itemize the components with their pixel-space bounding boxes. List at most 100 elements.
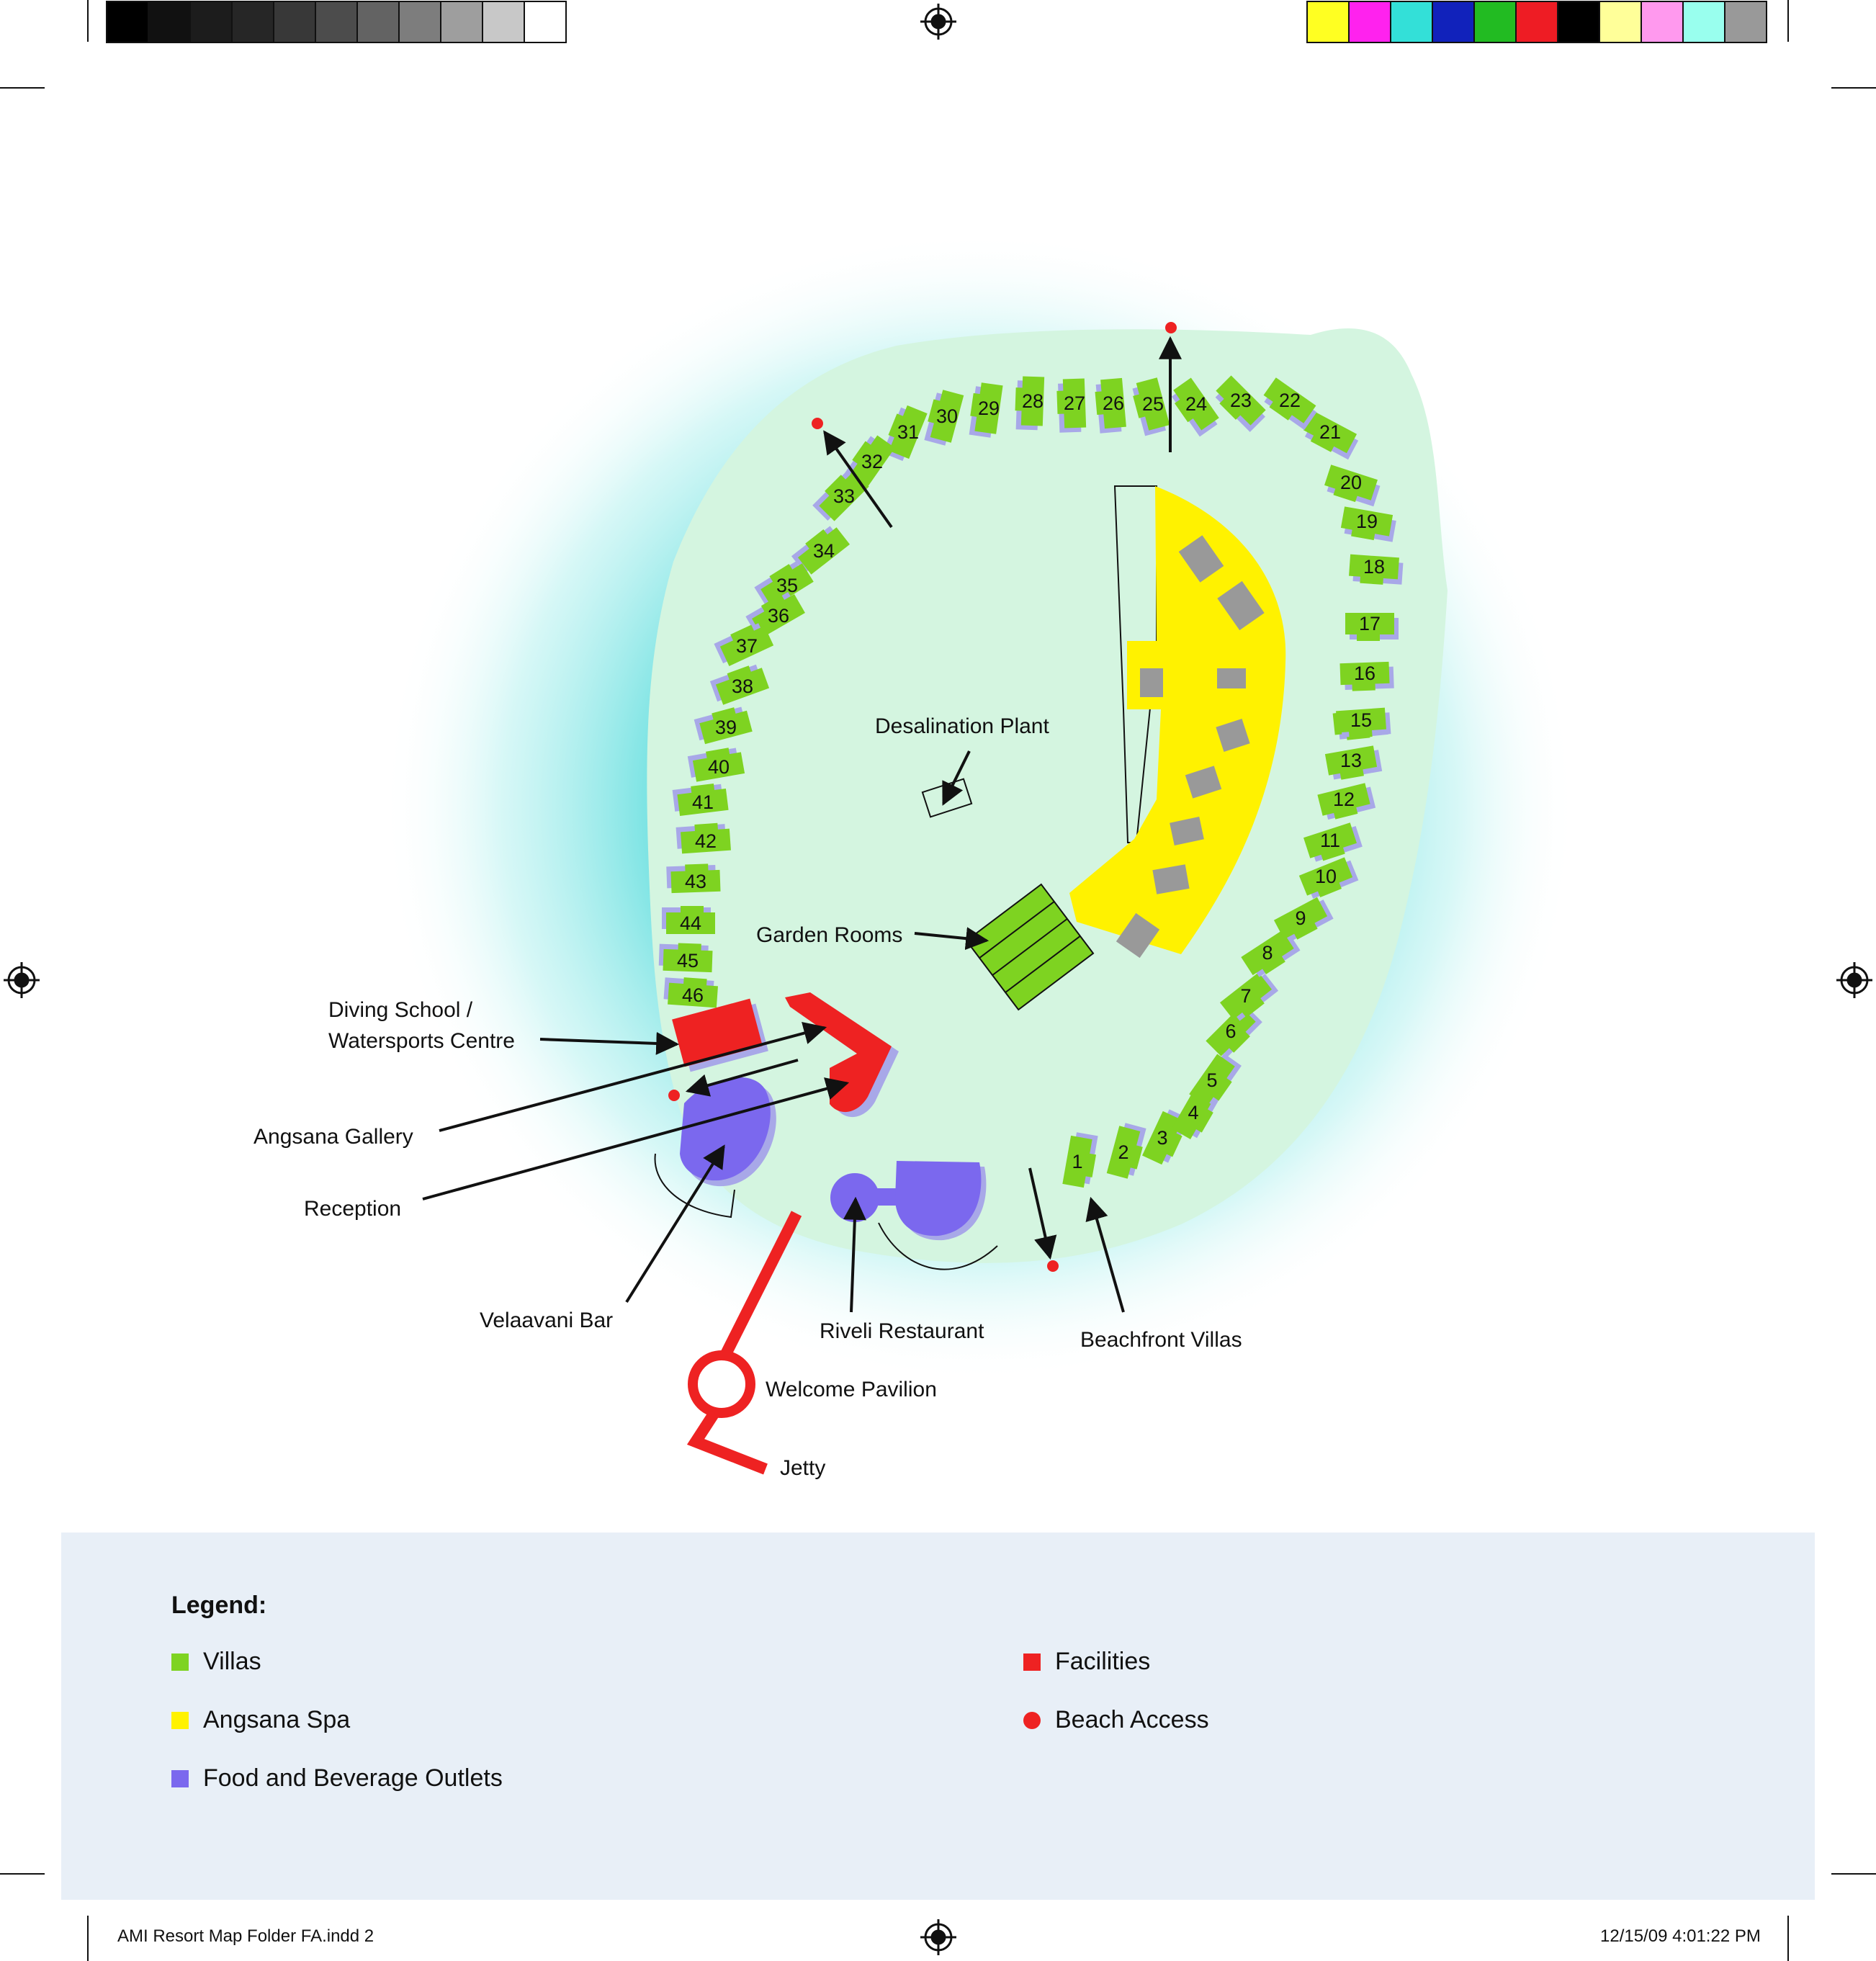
villa: 15 bbox=[1336, 707, 1391, 739]
food-beverage-outlets bbox=[654, 1077, 998, 1270]
gray-swatch bbox=[482, 1, 525, 43]
villa-number: 28 bbox=[1022, 390, 1044, 412]
villa: 6 bbox=[1206, 1006, 1262, 1057]
label-garden-rooms: Garden Rooms bbox=[756, 923, 902, 947]
villa: 5 bbox=[1189, 1053, 1242, 1107]
desalination-arrow bbox=[942, 750, 971, 806]
color-swatch bbox=[1348, 1, 1391, 43]
label-jetty: Jetty bbox=[780, 1456, 825, 1480]
villa-number: 30 bbox=[936, 405, 958, 427]
villa: 13 bbox=[1324, 745, 1383, 780]
villa: 41 bbox=[672, 783, 729, 817]
villa-number: 44 bbox=[680, 912, 701, 934]
villa: 45 bbox=[658, 943, 713, 973]
map-labels: Desalination Plant Garden Rooms Diving S… bbox=[253, 714, 1242, 1480]
gray-swatch bbox=[148, 1, 191, 43]
villa-number: 7 bbox=[1240, 985, 1251, 1007]
jetty bbox=[686, 1211, 802, 1475]
bar-arrow bbox=[625, 1144, 725, 1303]
registration-mark-bottom bbox=[920, 1919, 956, 1955]
villa-number: 42 bbox=[695, 830, 717, 852]
villa-number: 39 bbox=[715, 717, 737, 738]
villa: 30 bbox=[924, 390, 964, 446]
beach-access-group bbox=[668, 322, 1177, 1272]
gray-swatch bbox=[398, 1, 441, 43]
color-swatch bbox=[1432, 1, 1475, 43]
gray-swatch bbox=[189, 1, 233, 43]
villa: 38 bbox=[709, 664, 770, 705]
villas-swatch bbox=[171, 1653, 189, 1671]
beach-access-west bbox=[668, 1090, 680, 1101]
villa: 44 bbox=[662, 906, 715, 934]
villa-number: 3 bbox=[1157, 1127, 1167, 1149]
villa-number: 43 bbox=[685, 871, 706, 892]
villa: 19 bbox=[1340, 506, 1396, 542]
reception-arrow bbox=[422, 1077, 850, 1201]
diving-school-arrow bbox=[539, 1031, 680, 1055]
color-swatch bbox=[1557, 1, 1600, 43]
villa: 37 bbox=[714, 623, 774, 666]
label-desalination-plant: Desalination Plant bbox=[875, 714, 1049, 738]
print-timestamp: 12/15/09 4:01:22 PM bbox=[1600, 1926, 1761, 1946]
beach-access-swatch bbox=[1023, 1711, 1041, 1729]
villa-number: 37 bbox=[736, 635, 758, 657]
villa: 40 bbox=[687, 748, 745, 782]
beach-access-arrow-south bbox=[1028, 1167, 1057, 1260]
villa-number: 19 bbox=[1356, 511, 1378, 532]
villa-number: 26 bbox=[1103, 392, 1124, 414]
villa-number: 9 bbox=[1295, 907, 1306, 929]
facilities bbox=[672, 992, 899, 1475]
villa: 34 bbox=[791, 526, 851, 575]
gray-swatch bbox=[106, 1, 149, 43]
color-swatch bbox=[1390, 1, 1433, 43]
legend-label: Villas bbox=[203, 1648, 261, 1675]
villa: 24 bbox=[1171, 377, 1219, 437]
villa-number: 27 bbox=[1064, 392, 1085, 414]
color-swatch bbox=[1724, 1, 1767, 43]
villa-number: 21 bbox=[1319, 421, 1341, 443]
registration-mark-left bbox=[4, 962, 40, 998]
villa: 17 bbox=[1345, 613, 1399, 641]
label-velaavani-bar: Velaavani Bar bbox=[480, 1309, 613, 1332]
villa-number: 40 bbox=[708, 756, 730, 778]
facilities-swatch bbox=[1023, 1653, 1041, 1671]
villa-number: 6 bbox=[1225, 1020, 1236, 1042]
legend-panel bbox=[61, 1533, 1815, 1900]
file-slug: AMI Resort Map Folder FA.indd 2 bbox=[117, 1926, 374, 1946]
villa-number: 15 bbox=[1350, 709, 1372, 731]
legend-item-beach-access: Beach Access bbox=[1023, 1706, 1209, 1734]
villa-number: 33 bbox=[833, 485, 855, 507]
villa: 25 bbox=[1132, 377, 1170, 436]
color-swatch bbox=[1682, 1, 1725, 43]
legend-title: Legend: bbox=[171, 1592, 267, 1619]
label-beachfront-villas: Beachfront Villas bbox=[1080, 1328, 1242, 1352]
label-reception: Reception bbox=[304, 1197, 401, 1221]
villa: 10 bbox=[1298, 857, 1359, 899]
color-swatch bbox=[1306, 1, 1350, 43]
villa: 39 bbox=[694, 706, 753, 745]
villa: 31 bbox=[882, 405, 928, 462]
villa: 1 bbox=[1062, 1132, 1098, 1188]
villa-number: 2 bbox=[1118, 1141, 1128, 1163]
villa: 21 bbox=[1303, 410, 1359, 460]
label-angsana-gallery: Angsana Gallery bbox=[253, 1125, 413, 1149]
villa-group: 1234567891011121314151617181920212223242… bbox=[658, 375, 1404, 1188]
garden-rooms-arrow bbox=[914, 927, 989, 951]
spa-swatch bbox=[171, 1711, 189, 1729]
welcome-pavilion bbox=[688, 1350, 755, 1418]
label-diving-school: Diving School / bbox=[328, 998, 473, 1022]
villa-number: 17 bbox=[1359, 613, 1381, 634]
gallery-arrow bbox=[439, 1021, 827, 1132]
gray-swatch bbox=[524, 1, 567, 43]
villa: 46 bbox=[663, 977, 718, 1008]
legend-label: Facilities bbox=[1055, 1648, 1151, 1675]
beach-access-north bbox=[1165, 322, 1177, 333]
label-riveli-restaurant: Riveli Restaurant bbox=[820, 1319, 984, 1343]
legend-item-spa: Angsana Spa bbox=[171, 1706, 350, 1734]
villa: 33 bbox=[812, 470, 869, 521]
villa: 22 bbox=[1263, 377, 1317, 430]
gray-swatch bbox=[231, 1, 274, 43]
gray-swatch bbox=[315, 1, 358, 43]
villa-number: 18 bbox=[1363, 556, 1385, 578]
villa: 28 bbox=[1015, 376, 1045, 431]
